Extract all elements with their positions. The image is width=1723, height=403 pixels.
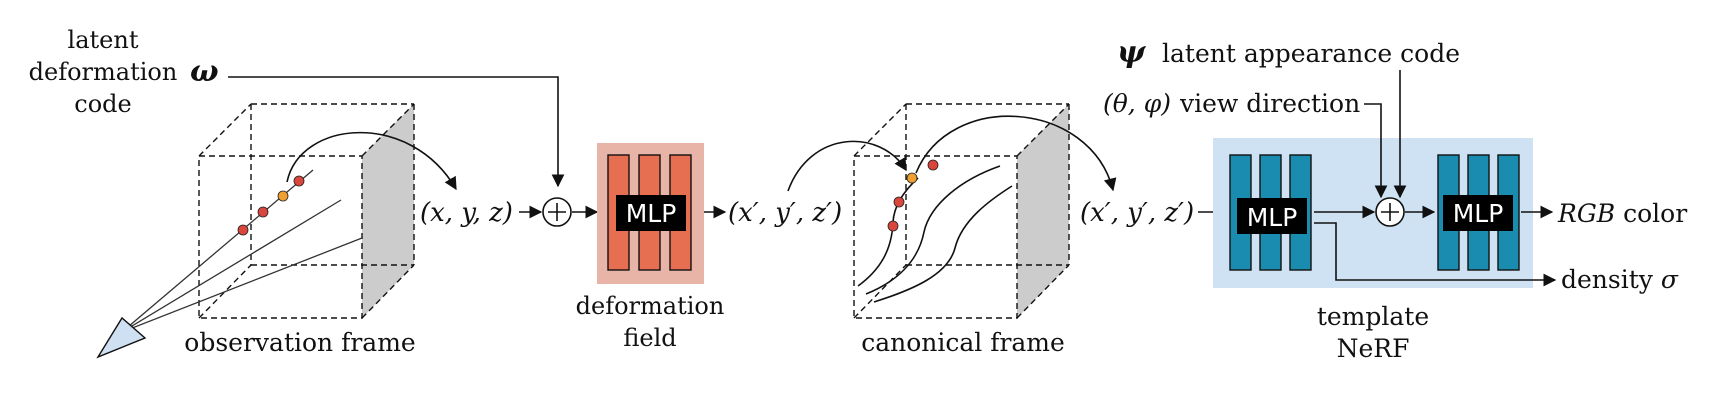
xyz-prime-label-2: (x′, y′, z′) (1080, 198, 1194, 228)
deformation-field-mlp: MLP (597, 143, 704, 284)
canonical-curved-rays (857, 165, 1013, 303)
density-label: density σ (1561, 265, 1679, 294)
curved-arrow-out-canonical (915, 115, 1117, 192)
cube-shaded-face (1017, 104, 1069, 318)
view-direction-arrow (1364, 103, 1388, 199)
observation-cube (198, 103, 415, 319)
deformation-label-line2: field (623, 324, 676, 352)
xyz-prime-label-1: (x′, y′, z′) (728, 198, 842, 228)
rgb-color-label: RGB color (1557, 199, 1687, 228)
density-arrow (1314, 222, 1557, 287)
template-mlp-2: MLP (1437, 154, 1520, 271)
mlp-label-deformation: MLP (626, 199, 677, 228)
omega-arrow (228, 76, 565, 188)
latent-deformation-label-line3: code (74, 90, 131, 118)
latent-deformation-label-line2: deformation (29, 58, 178, 86)
sample-point (927, 159, 939, 171)
latent-deformation-label-line1: latent (68, 26, 139, 54)
observation-frame-label: observation frame (184, 328, 415, 357)
xyz-label: (x, y, z) (420, 198, 513, 228)
sample-point (293, 175, 305, 187)
sample-point-highlight (906, 172, 918, 184)
plus-operator-2 (1375, 197, 1405, 227)
template-label-line1: template (1317, 302, 1429, 331)
template-label-line2: NeRF (1337, 334, 1410, 363)
view-direction-label: view direction (1179, 89, 1360, 118)
curved-arrow-to-xyz (286, 131, 457, 191)
sample-point (887, 220, 899, 232)
canonical-cube (853, 103, 1070, 319)
canonical-frame-label: canonical frame (861, 328, 1065, 357)
theta-phi-label: (θ, φ) (1103, 89, 1171, 118)
mlp-label-template-2: MLP (1453, 199, 1504, 228)
sample-point (237, 224, 249, 236)
camera-icon (96, 316, 147, 359)
deformation-label-line1: deformation (576, 292, 725, 320)
curved-arrow-into-canonical (787, 140, 907, 192)
sample-point-highlight (277, 190, 289, 202)
psi-symbol: ψ (1117, 35, 1147, 70)
latent-appearance-label: latent appearance code (1162, 39, 1460, 68)
template-mlp-1: MLP (1229, 154, 1312, 271)
camera-rays (121, 169, 363, 333)
plus-operator-1 (542, 197, 572, 227)
sample-point (257, 206, 269, 218)
omega-symbol: ω (190, 54, 219, 89)
sample-point (893, 196, 905, 208)
mlp-label-template-1: MLP (1247, 203, 1298, 232)
